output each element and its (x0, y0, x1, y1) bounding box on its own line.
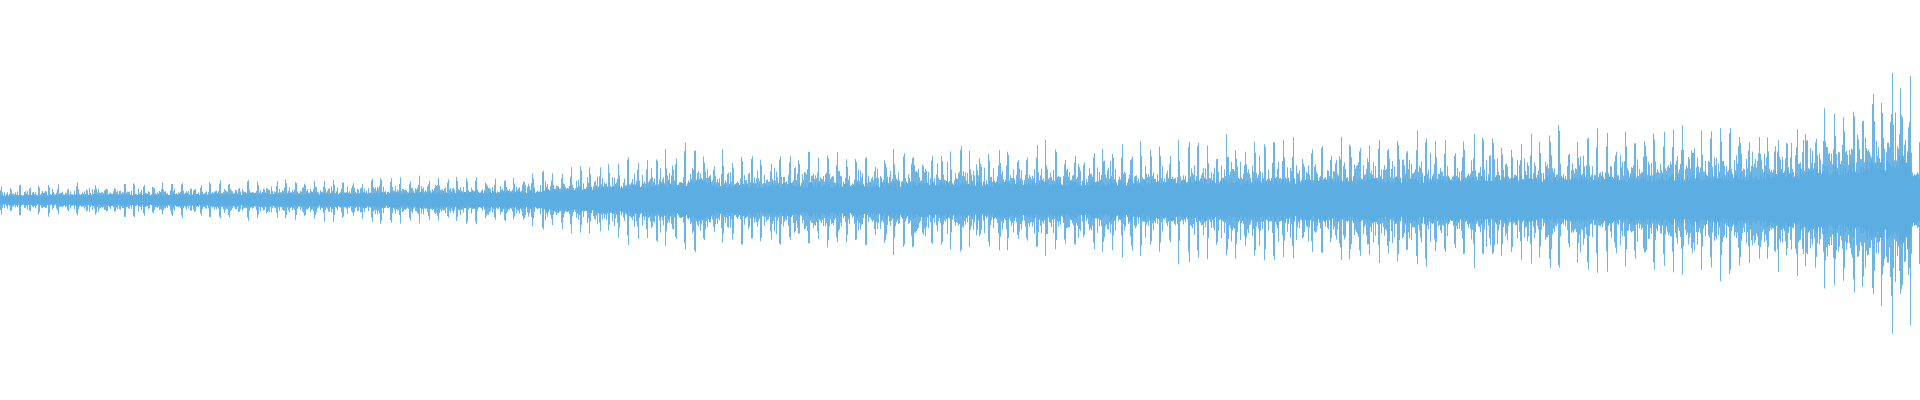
waveform-peaks (0, 72, 1920, 334)
waveform-peak-lines (0, 72, 1920, 334)
